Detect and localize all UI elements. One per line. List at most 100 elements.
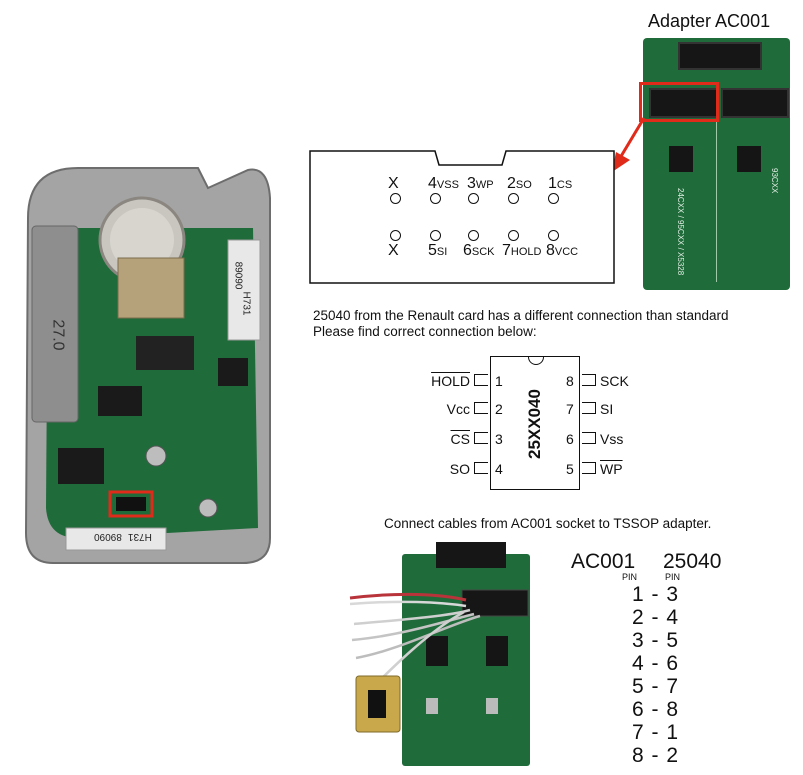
- chip-notch: [528, 357, 544, 365]
- mapping-col2-sub: PIN: [665, 572, 681, 582]
- mapping-row: 3 - 5: [632, 629, 680, 652]
- card-sticker-bottom-1: 89090: [94, 531, 122, 542]
- card-sticker-top-1: 89090: [232, 261, 244, 290]
- pin-number: 8: [546, 242, 555, 259]
- chip-right-num-7: 7: [566, 401, 574, 417]
- pin-label: CS: [556, 179, 573, 191]
- adapter-cables-illustration: [349, 542, 530, 766]
- chip-left-num-1: 1: [495, 373, 503, 389]
- adapter-silk-1: 24CXX / 95CXX / X5328: [676, 188, 685, 276]
- chip-pin-stub: [474, 402, 488, 414]
- adapter-divider: [716, 122, 717, 282]
- mapping-col2-title: 25040: [663, 550, 722, 573]
- socket-hole: [548, 193, 559, 204]
- adapter-chip-right: [737, 146, 761, 172]
- socket-top-pin-4: 4VSS: [428, 175, 459, 193]
- pointer-arrow: [612, 117, 646, 172]
- socket-diagram: [309, 150, 615, 284]
- chip-left-label-cs: CS: [450, 431, 470, 447]
- pin-label: WP: [475, 179, 494, 191]
- mapping-row: 6 - 8: [632, 698, 680, 721]
- adapter-silk-2: 93CXX: [770, 168, 779, 194]
- chip-right-num-6: 6: [566, 431, 574, 447]
- note-line-1: 25040 from the Renault card has a differ…: [313, 308, 729, 323]
- adapter-ac001-photo: 24CXX / 95CXX / X5328 93CXX: [639, 38, 790, 290]
- adapter-top-connector: [678, 42, 762, 70]
- chip-pin-stub: [582, 374, 596, 386]
- chip-pin-stub: [474, 462, 488, 474]
- chip-pin-stub: [582, 462, 596, 474]
- adapter-socket-right: [721, 88, 789, 118]
- mapping-col1-sub: PIN: [622, 572, 638, 582]
- renault-card-illustration: [24, 167, 271, 564]
- socket-bottom-pin-5: 5SI: [428, 242, 447, 260]
- pin-number: 2: [507, 175, 516, 192]
- pin-number: 7: [502, 242, 511, 259]
- socket-outline: [309, 150, 615, 284]
- note-line-2: Please find correct connection below:: [313, 324, 537, 339]
- pin-label: VCC: [554, 246, 579, 258]
- pin-label: HOLD: [510, 246, 542, 258]
- socket-bottom-pin-7: 7HOLD: [502, 242, 541, 260]
- pin-label: SI: [436, 246, 448, 258]
- chip-right-label-si: SI: [600, 401, 614, 417]
- mapping-row: 4 - 6: [632, 652, 680, 675]
- socket-hole: [430, 193, 441, 204]
- socket-hole: [508, 230, 519, 241]
- chip-right-label-wp: WP: [600, 461, 623, 477]
- card-sticker-bottom-2: H731: [128, 531, 152, 542]
- pin-number: 5: [428, 242, 437, 259]
- pin-number: 6: [463, 242, 472, 259]
- socket-hole: [390, 193, 401, 204]
- chip-pin-stub: [474, 374, 488, 386]
- chip-left-num-3: 3: [495, 431, 503, 447]
- adapter-title: Adapter AC001: [648, 11, 771, 31]
- chip-left-label-hold: HOLD: [431, 373, 470, 389]
- mapping-row: 8 - 2: [632, 744, 680, 767]
- mapping-row: 5 - 7: [632, 675, 680, 698]
- socket-hole: [468, 193, 479, 204]
- pin-label: SO: [515, 179, 532, 191]
- socket-hole: [468, 230, 479, 241]
- mapping-row: 2 - 4: [632, 606, 680, 629]
- adapter-with-cables-photo: [340, 540, 550, 770]
- socket-bottom-pin-8: 8VCC: [546, 242, 578, 260]
- socket-bottom-mark-x: X: [388, 242, 399, 259]
- socket-hole: [548, 230, 559, 241]
- mapping-row: 1 - 3: [632, 583, 680, 606]
- card-sticker-top-2: H731: [240, 291, 252, 316]
- chip-body: [490, 356, 580, 490]
- chip-name: 25XX040: [525, 389, 544, 459]
- pin-label: SCK: [471, 246, 495, 258]
- connect-caption: Connect cables from AC001 socket to TSSO…: [384, 516, 712, 531]
- chip-pin-stub: [474, 432, 488, 444]
- pin-number: 3: [467, 175, 476, 192]
- socket-bottom-pin-6: 6SCK: [463, 242, 495, 260]
- card-battery-label: 27.0: [49, 319, 67, 351]
- chip-right-label-sck: SCK: [600, 373, 629, 389]
- renault-card-photo: 27.0 89090 H731 89090 H731: [18, 158, 276, 570]
- chip-right-num-8: 8: [566, 373, 574, 389]
- pin-number: 4: [428, 175, 437, 192]
- chip-pin-stub: [582, 402, 596, 414]
- pin-number: 1: [548, 175, 557, 192]
- chip-right-label-vss: Vss: [600, 431, 624, 447]
- chip-left-label-vcc: Vcc: [446, 401, 470, 417]
- mapping-row: 7 - 1: [632, 721, 680, 744]
- socket-top-pin-2: 2SO: [507, 175, 532, 193]
- mapping-col1-title: AC001: [571, 550, 636, 573]
- socket-top-mark-x: X: [388, 175, 399, 192]
- socket-hole: [508, 193, 519, 204]
- adapter-highlight-box: [639, 82, 719, 122]
- adapter-chip-left: [669, 146, 693, 172]
- socket-top-pin-3: 3WP: [467, 175, 494, 193]
- chip-pin-stub: [582, 432, 596, 444]
- chip-right-num-5: 5: [566, 461, 574, 477]
- socket-top-pin-1: 1CS: [548, 175, 572, 193]
- chip-left-num-2: 2: [495, 401, 503, 417]
- socket-hole: [390, 230, 401, 241]
- chip-left-num-4: 4: [495, 461, 503, 477]
- pin-label: VSS: [436, 179, 459, 191]
- chip-left-label-so: SO: [449, 461, 470, 477]
- socket-hole: [430, 230, 441, 241]
